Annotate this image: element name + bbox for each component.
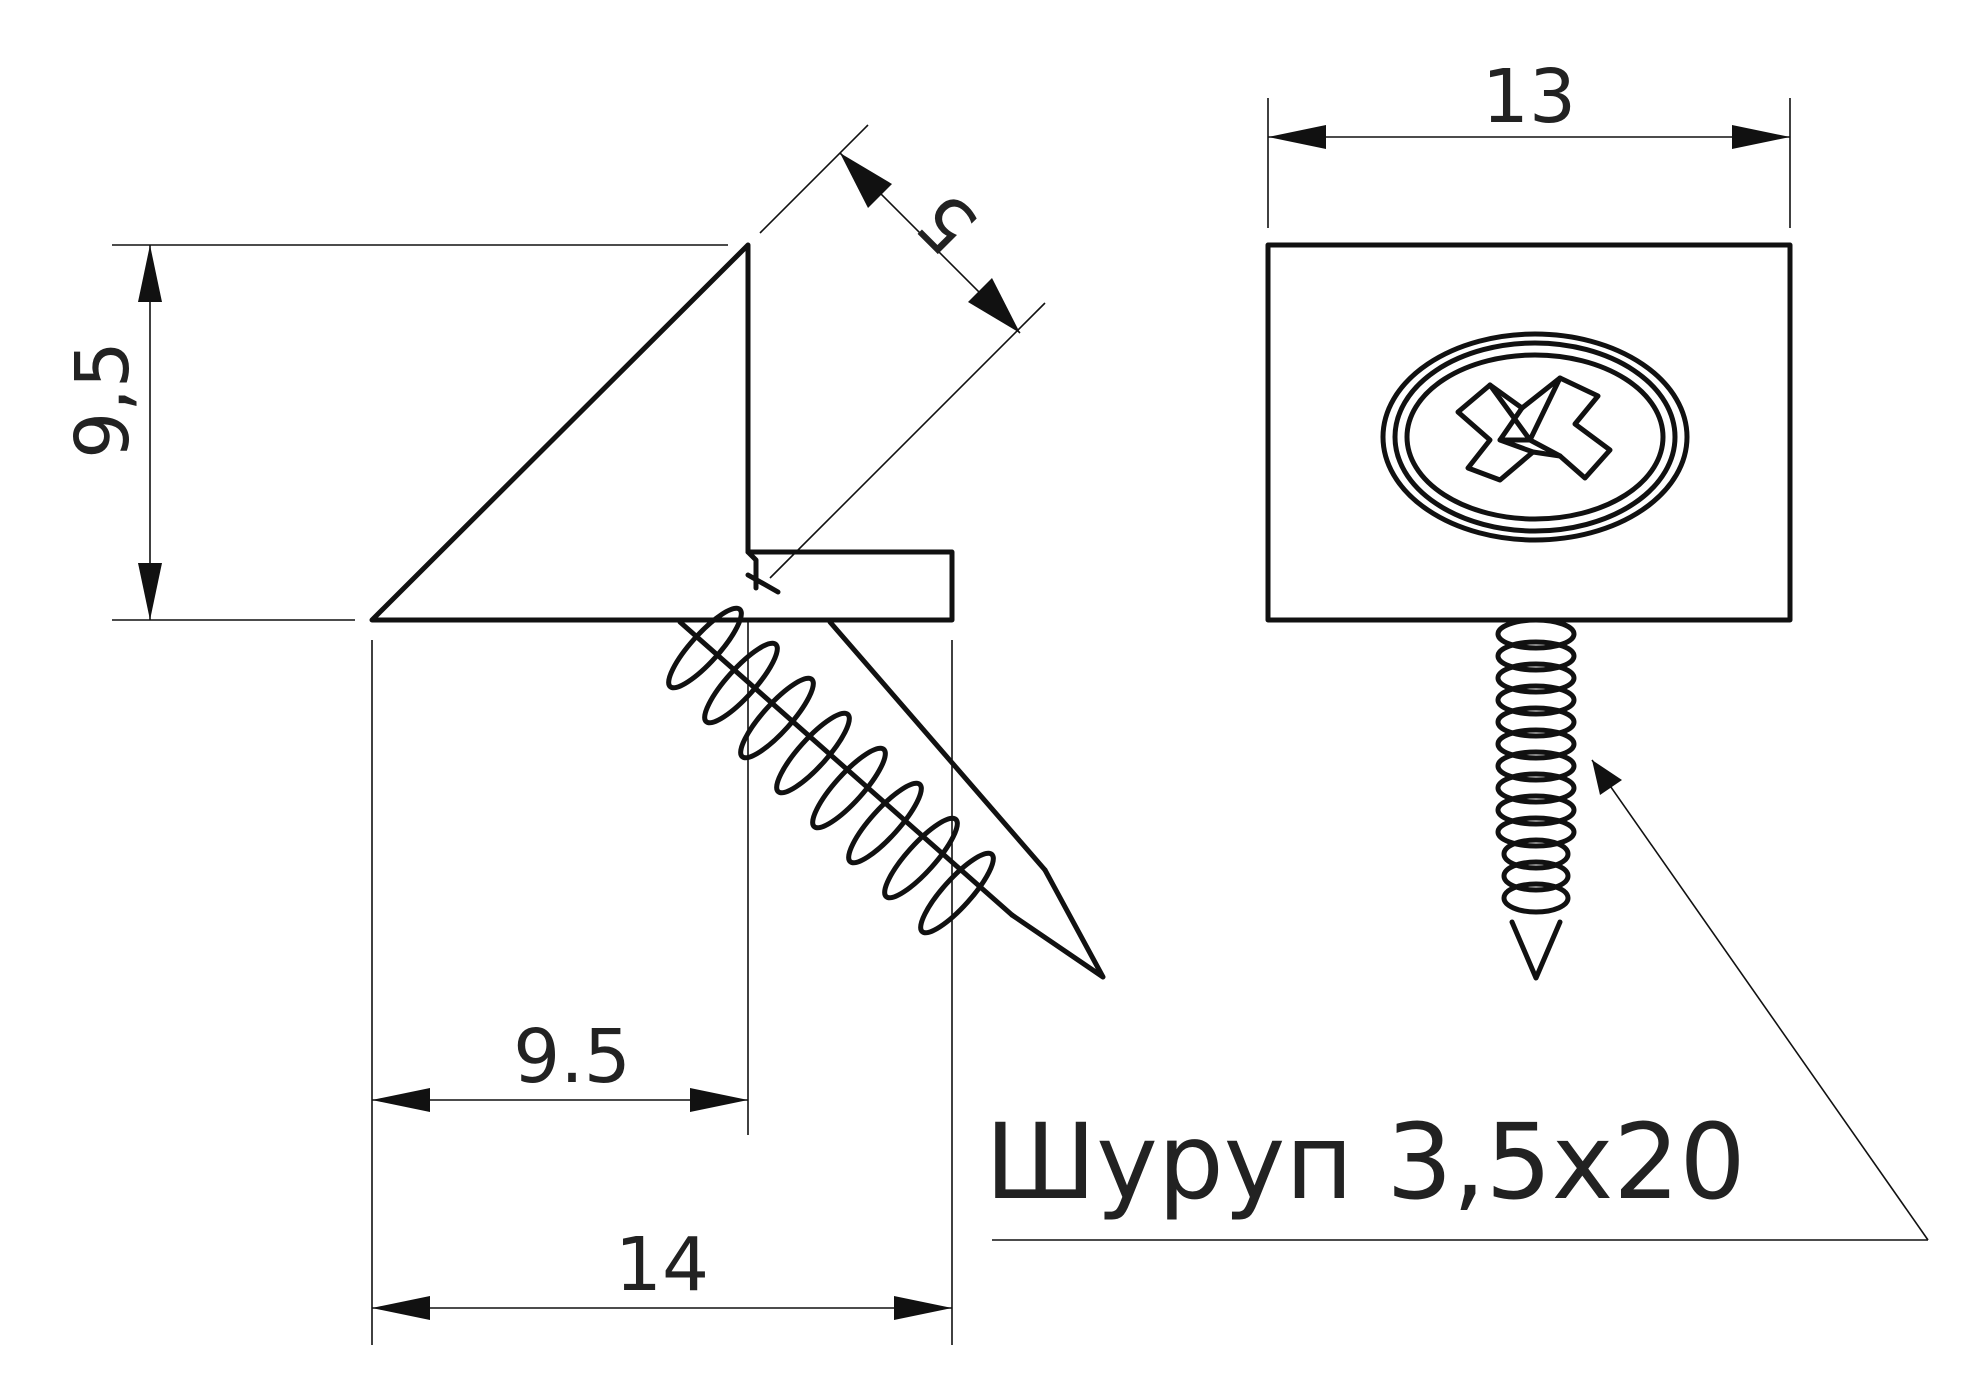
screw-thread-front (1495, 639, 1577, 673)
screw-thread-front (1501, 881, 1571, 915)
screw-thread-front (1495, 617, 1577, 651)
screw-thread (738, 675, 816, 761)
screw-thread (702, 640, 780, 726)
screw-thread (846, 780, 924, 866)
screw-thread-front (1495, 683, 1577, 717)
dim-inner-width: 9.5 (371, 622, 749, 1345)
profile-front-view (1265, 242, 1793, 981)
dim-height: 9,5 (60, 244, 728, 621)
screw-thread (810, 745, 888, 831)
screw-thread-front (1495, 815, 1577, 849)
dim-inner-width-label: 9.5 (513, 1014, 631, 1100)
angled-screw (666, 605, 1106, 980)
screw-threads (666, 605, 996, 936)
screw-thread (882, 815, 960, 901)
screw-callout: Шуруп 3,5х20 (985, 759, 1929, 1241)
screw-threads-front (1495, 617, 1577, 915)
profile-side-view (369, 242, 955, 623)
screw-callout-label: Шуруп 3,5х20 (985, 1101, 1746, 1223)
screw-head-rim (1392, 340, 1678, 534)
dim-cap-width-label: 13 (1482, 54, 1576, 140)
screw-head (1380, 331, 1690, 543)
profile-inner-corner (745, 549, 781, 595)
profile-outline (369, 242, 955, 623)
screw-thread-front (1495, 705, 1577, 739)
dim-total-width: 14 (372, 640, 953, 1345)
dim-total-width-label: 14 (615, 1222, 709, 1308)
screw-shaft-lower-edge (827, 619, 1048, 873)
screw-thread-front (1495, 661, 1577, 695)
screw-head-outer (1380, 331, 1690, 543)
screw-tip (1009, 867, 1106, 980)
screw-thread-front (1501, 859, 1571, 893)
screw-thread-front (1495, 749, 1577, 783)
screw-thread-front (1501, 837, 1571, 871)
screw-thread (774, 710, 852, 796)
dim-cap-width: 13 (1267, 54, 1791, 228)
screw-thread-front (1495, 771, 1577, 805)
screw-tip-front (1509, 919, 1563, 981)
cap-rectangle (1265, 242, 1793, 623)
screw-head-inner (1404, 352, 1666, 522)
phillips-slot-icon (1455, 375, 1613, 483)
screw-thread (666, 605, 744, 691)
screw-thread-front (1495, 793, 1577, 827)
dim-thickness: 5 (759, 124, 1046, 579)
screw-thread (918, 850, 996, 936)
screw-thread-front (1495, 727, 1577, 761)
dim-height-label: 9,5 (60, 341, 146, 459)
dim-thickness-label: 5 (900, 176, 994, 270)
